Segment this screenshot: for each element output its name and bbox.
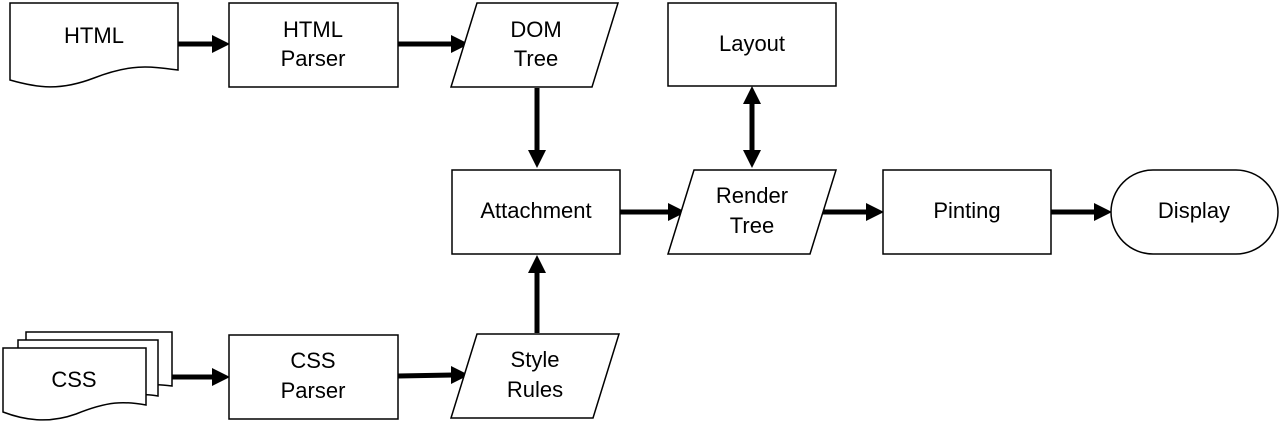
edge-css-to-css-parser	[172, 368, 230, 386]
node-label-line1: HTML	[283, 17, 343, 42]
edge-html-to-html-parser	[178, 35, 230, 53]
process-shape	[228, 2, 399, 88]
process-shape	[882, 169, 1052, 255]
node-label: Attachment	[480, 198, 591, 223]
node-label-line1: DOM	[510, 17, 561, 42]
edge-pinting-to-display	[1050, 203, 1112, 221]
node-display: Display	[1110, 169, 1279, 255]
edge-html-parser-to-dom-tree	[398, 35, 469, 53]
edge-style-rules-to-attachment	[528, 255, 546, 333]
edge-render-tree-layout-bidirectional	[743, 86, 761, 168]
node-dom-tree: DOM Tree	[449, 2, 620, 88]
node-html-parser: HTML Parser	[228, 2, 399, 88]
node-label-line1: Render	[716, 183, 788, 208]
node-css-parser: CSS Parser	[228, 334, 399, 420]
node-render-tree: Render Tree	[666, 169, 838, 255]
node-label: CSS	[51, 367, 96, 392]
process-shape	[228, 334, 399, 420]
node-label-line2: Parser	[281, 46, 346, 71]
node-label-line2: Parser	[281, 378, 346, 403]
node-label-line2: Tree	[514, 46, 558, 71]
node-pinting: Pinting	[882, 169, 1052, 255]
data-shape	[666, 169, 838, 255]
edge-css-parser-to-style-rules	[397, 366, 469, 384]
edge-attachment-to-render-tree	[620, 203, 686, 221]
data-shape	[449, 2, 620, 88]
node-style-rules: Style Rules	[449, 333, 621, 419]
edge-dom-tree-to-attachment	[528, 88, 546, 168]
process-shape	[667, 2, 837, 87]
terminator-shape	[1110, 169, 1279, 255]
node-label: Layout	[719, 31, 785, 56]
node-label-line1: CSS	[290, 348, 335, 373]
node-layout: Layout	[667, 2, 837, 87]
node-label-line1: Style	[511, 347, 560, 372]
node-html-document: HTML	[9, 2, 179, 88]
document-shape-front	[2, 347, 147, 421]
node-label: HTML	[64, 23, 124, 48]
node-css-documents: CSS	[2, 331, 173, 421]
node-label: Pinting	[933, 198, 1000, 223]
node-label-line2: Rules	[507, 377, 563, 402]
node-label: Display	[1158, 198, 1230, 223]
node-attachment: Attachment	[451, 169, 621, 255]
edge-render-tree-to-pinting	[818, 203, 884, 221]
process-shape	[451, 169, 621, 255]
node-label-line2: Tree	[730, 213, 774, 238]
data-shape	[449, 333, 621, 419]
document-shape	[9, 2, 179, 88]
